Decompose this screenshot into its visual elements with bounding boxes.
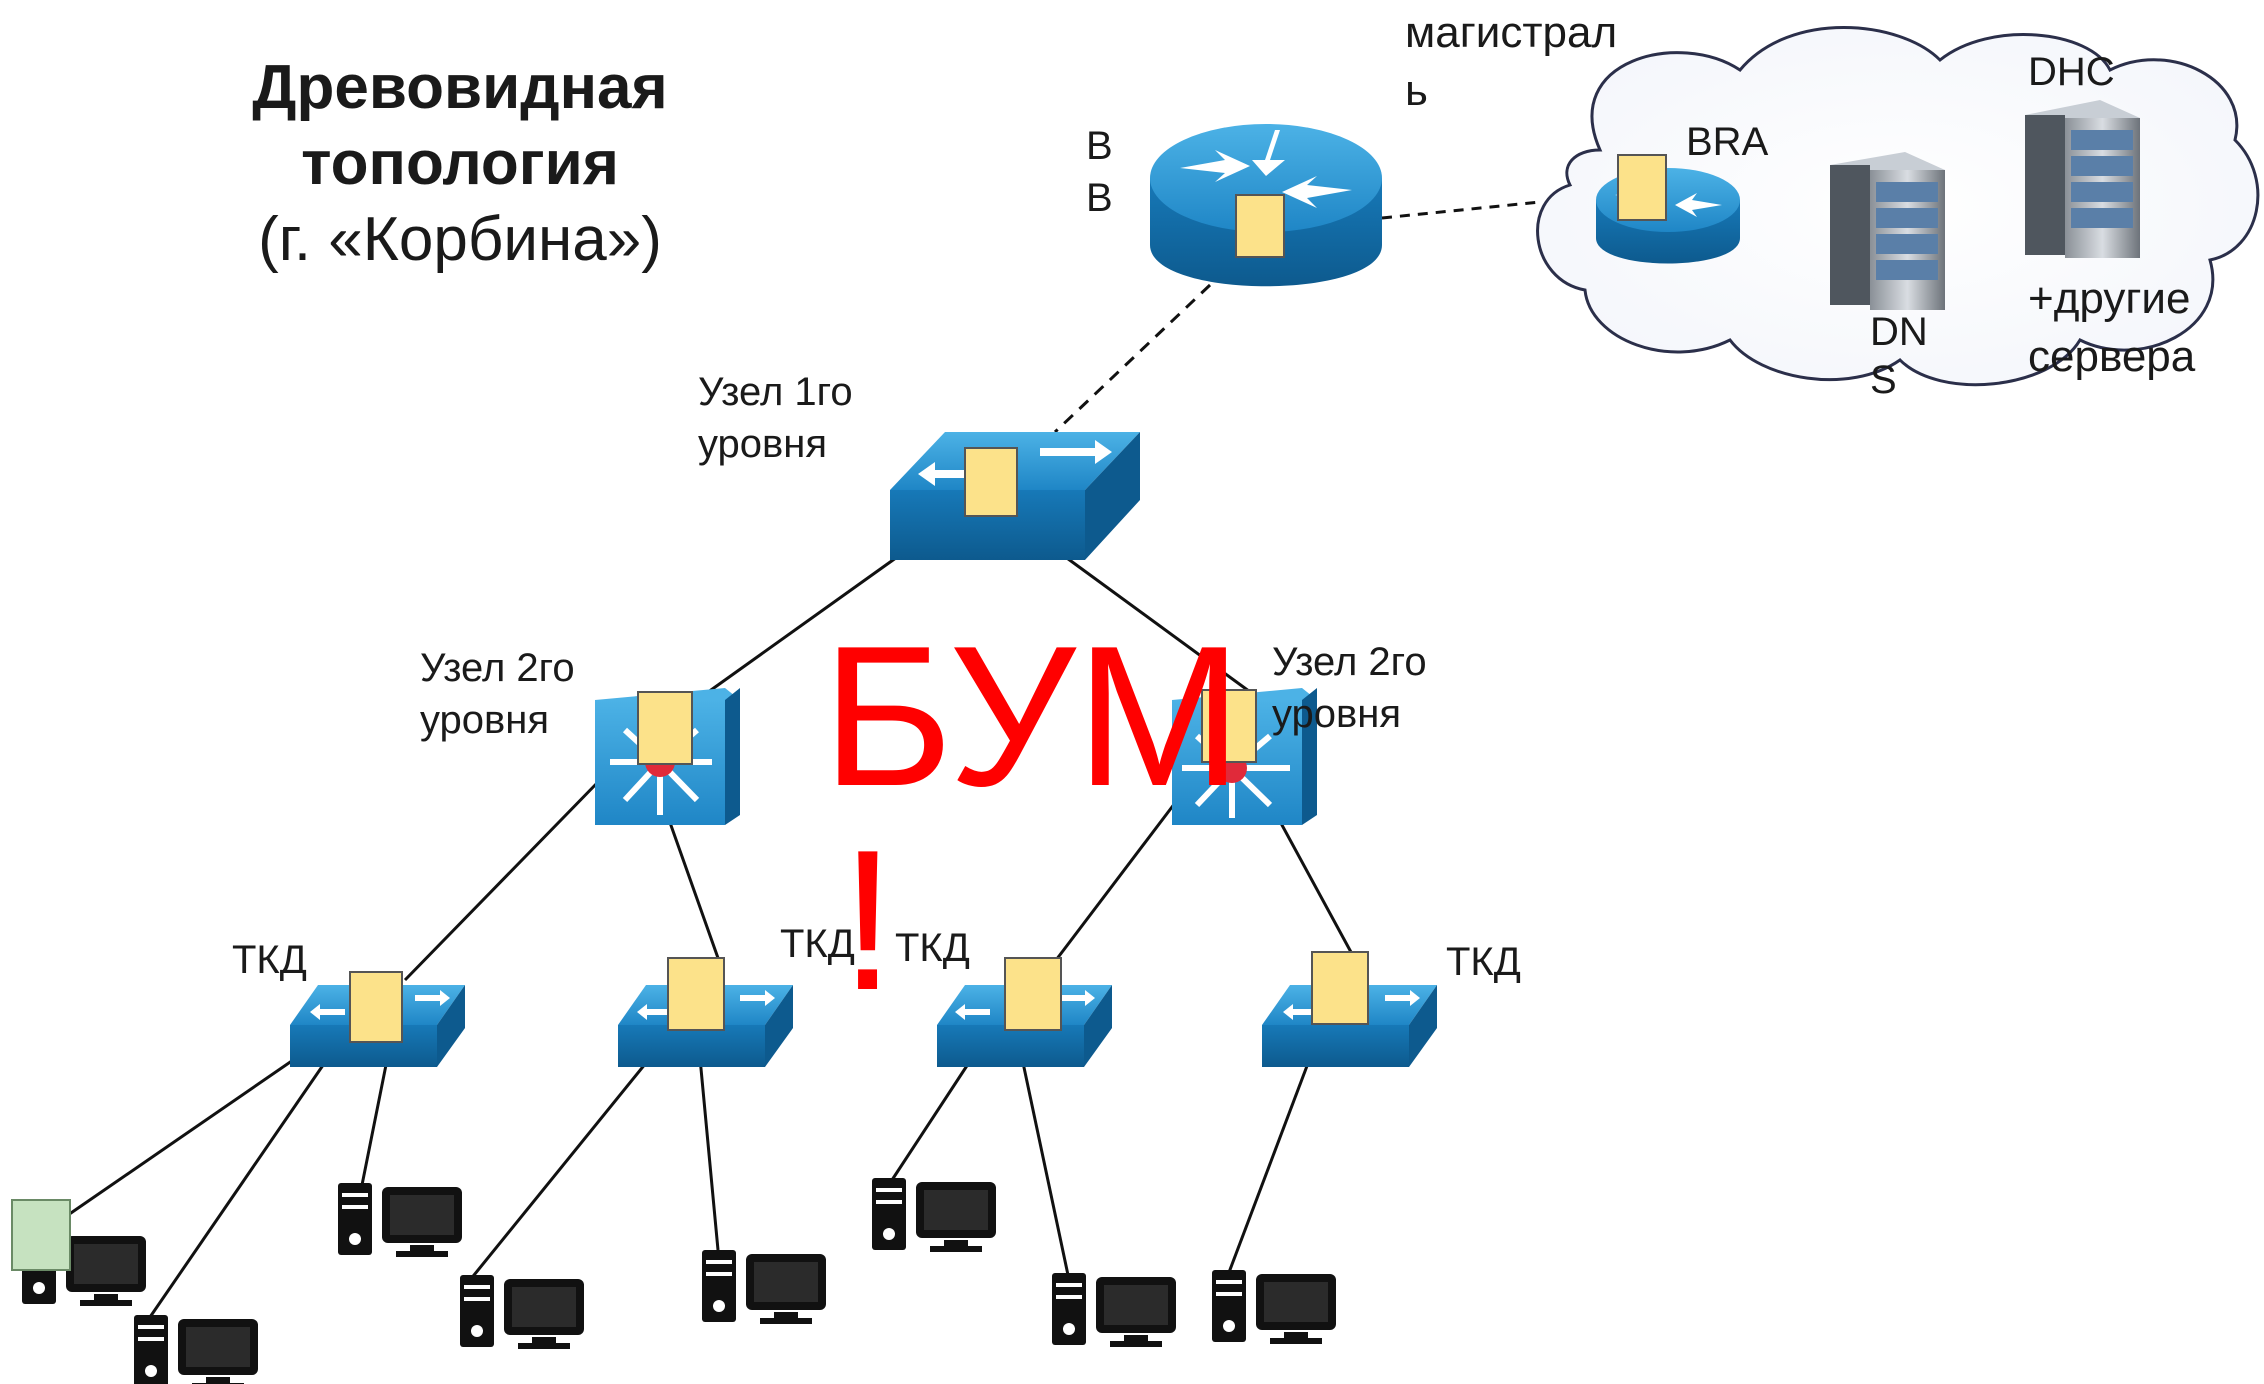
router-arrows-icon (1180, 130, 1352, 208)
level2-left-label-line2: уровня (420, 698, 550, 742)
tkd-label-3: ТКД (895, 926, 970, 970)
tkd-2-note-icon (667, 957, 725, 1031)
level2-right-note-icon (1201, 689, 1257, 763)
dhcp-server-icon[interactable] (2025, 100, 2140, 258)
core-router-note-icon (1235, 194, 1285, 258)
tkd-label-4: ТКД (1446, 940, 1521, 984)
level2-left-label: Узел 2го уровня (420, 642, 575, 746)
switch-arrows-icon (637, 990, 775, 1020)
page-title: Древовидная топология (г. «Корбина») (160, 50, 760, 278)
backbone-label-line1: магистрал (1405, 8, 1618, 57)
tkd-switch-2[interactable] (618, 957, 793, 1067)
dhcp-label-line1: DHC (2028, 50, 2115, 94)
level2-left-label-line1: Узел 2го (420, 646, 575, 690)
switch-arrows-icon (955, 990, 1095, 1020)
title-line-1: Древовидная (252, 53, 668, 122)
level1-note-icon (964, 447, 1018, 517)
dns-server-icon[interactable] (1830, 152, 1945, 310)
level1-label-line2: уровня (698, 422, 828, 466)
level1-label: Узел 1го уровня (698, 366, 853, 470)
level2-right-label-line2: уровня (1272, 692, 1402, 736)
tkd-switch-1[interactable] (290, 971, 465, 1067)
alert-boom-text: БУМ ! (822, 612, 1242, 1026)
alert-line1: БУМ (822, 605, 1243, 828)
level2-right-switch[interactable] (1172, 688, 1317, 825)
dns-label-line1: DN (1870, 310, 1928, 354)
other-servers-line2: сервера (2028, 332, 2196, 381)
tkd-label-1: ТКД (232, 938, 307, 982)
title-line-2: топология (301, 129, 619, 198)
tkd-switch-3[interactable] (937, 957, 1112, 1067)
pc-icon[interactable] (1052, 1273, 1176, 1347)
dns-label-line2: S (1870, 358, 1897, 402)
switch-arrows-icon (918, 440, 1112, 486)
level2-left-note-icon (637, 691, 693, 765)
alert-line2: ! (840, 809, 896, 1032)
backbone-label-line2: ь (1405, 66, 1428, 115)
pc-icon[interactable] (460, 1275, 584, 1349)
tkd-label-2: ТКД (780, 922, 855, 966)
other-servers-label: +другие сервера (2028, 270, 2195, 386)
other-servers-line1: +другие (2028, 274, 2191, 323)
switch-arrows-icon (1283, 990, 1420, 1020)
pc-icon[interactable] (702, 1250, 826, 1324)
switch-arrows-icon (310, 990, 450, 1020)
tkd-4-note-icon (1311, 951, 1369, 1025)
tkd-1-note-icon (349, 971, 403, 1043)
backbone-label: магистрал ь (1405, 4, 1617, 120)
dhcp-label: DHC P (2028, 46, 2115, 98)
level1-switch[interactable] (890, 432, 1140, 560)
core-router-label-line2: В (1086, 176, 1113, 220)
level2-left-switch[interactable] (595, 688, 740, 825)
pc-icon[interactable] (134, 1315, 258, 1384)
client-note-icon (11, 1199, 71, 1271)
core-router-label: В В (1086, 120, 1113, 224)
core-router[interactable] (1150, 124, 1382, 287)
pc-icon[interactable] (872, 1178, 996, 1252)
tkd-3-note-icon (1004, 957, 1062, 1031)
bras-note-icon (1617, 154, 1667, 221)
level2-right-label-line1: Узел 2го (1272, 640, 1427, 684)
bras-label: BRA (1686, 120, 1769, 164)
pc-icon[interactable] (1212, 1270, 1336, 1344)
core-router-label-line1: В (1086, 124, 1113, 168)
tkd-switch-4[interactable] (1262, 951, 1437, 1067)
title-line-3: (г. «Корбина») (258, 205, 662, 274)
level2-right-label: Узел 2го уровня (1272, 636, 1427, 740)
level1-label-line1: Узел 1го (698, 370, 853, 414)
dns-label: DN S (1870, 308, 1928, 404)
pc-icon[interactable] (338, 1183, 462, 1257)
bras-router[interactable] (1596, 154, 1740, 264)
client-computers (22, 1178, 1336, 1384)
